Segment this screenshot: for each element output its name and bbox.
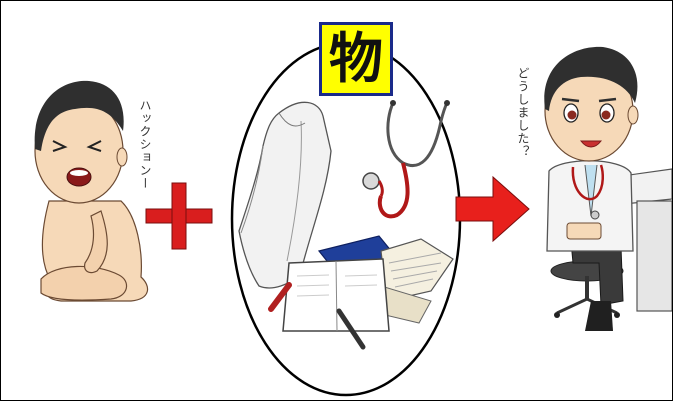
plus-sign-icon: [145, 182, 213, 250]
pen-icon: [268, 282, 366, 350]
right-arrow-icon: [455, 175, 530, 243]
books-icon: [282, 235, 454, 332]
objects-label-box: 物: [319, 22, 393, 96]
stethoscope-icon: [362, 100, 450, 219]
objects-label: 物: [329, 27, 383, 90]
lab-coat-icon: [238, 101, 332, 289]
sneeze-exclamation: ハックションー: [138, 99, 152, 190]
sneezing-patient: [34, 80, 149, 302]
desk: [614, 168, 672, 312]
doctor-question: どうしました？: [516, 67, 530, 158]
doctor: [544, 46, 639, 331]
